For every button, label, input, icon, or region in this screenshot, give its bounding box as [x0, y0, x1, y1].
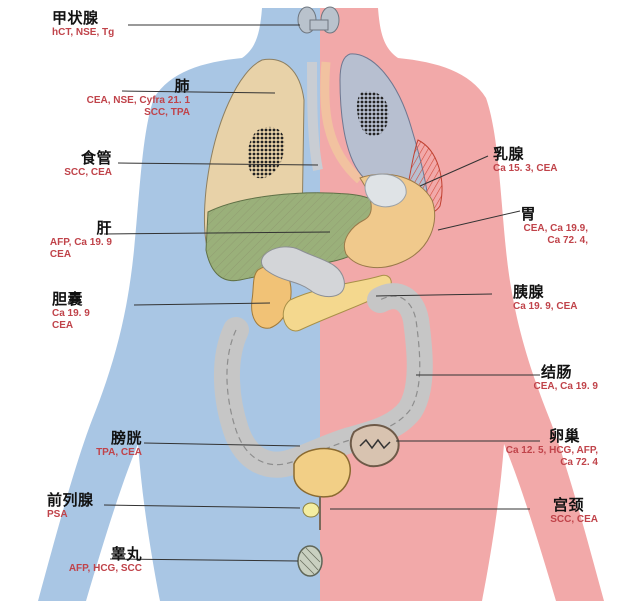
leader-pancreas [375, 293, 493, 297]
organ-name-colon: 结肠 [540, 363, 572, 381]
small-intestine-shape [261, 246, 345, 298]
leader-breast [419, 155, 489, 187]
marker-cervix-1: SCC, CEA [550, 514, 598, 526]
marker-thyroid-1: hCT, NSE, Tg [52, 27, 115, 39]
organ-name-prostate: 前列腺 [47, 491, 94, 509]
label-thyroid: 甲状腺 hCT, NSE, Tg [52, 9, 115, 39]
marker-stomach-1: CEA, Ca 19.9, [523, 223, 588, 235]
organ-name-thyroid: 甲状腺 [52, 9, 99, 27]
marker-gallbladder-2: CEA [52, 319, 74, 331]
lung-tumor-dots-right [247, 126, 285, 179]
marker-liver-2: CEA [49, 248, 72, 260]
label-cervix: 宫颈 SCC, CEA [550, 496, 598, 526]
leader-prostate [103, 504, 301, 509]
leader-bladder [143, 442, 301, 447]
label-breast: 乳腺 Ca 15. 3, CEA [493, 145, 558, 175]
label-colon: 结肠 CEA, Ca 19. 9 [533, 363, 598, 393]
ovary-zigzag [359, 438, 391, 450]
leader-lung [121, 90, 276, 94]
organ-name-bladder: 膀胱 [110, 429, 142, 447]
organ-name-breast: 乳腺 [493, 145, 525, 163]
leader-testis [109, 558, 299, 562]
label-liver: 肝 AFP, Ca 19. 9 CEA [49, 219, 112, 260]
bladder-shape [293, 447, 351, 498]
organ-name-esophagus: 食管 [80, 149, 112, 167]
thyroid-shape [297, 6, 340, 34]
marker-stomach-2: Ca 72. 4, [547, 234, 588, 246]
stomach-shape [344, 173, 436, 268]
marker-colon-1: CEA, Ca 19. 9 [533, 381, 598, 393]
marker-pancreas-1: Ca 19. 9, CEA [513, 301, 578, 313]
organ-name-gallbladder: 胆囊 [52, 290, 84, 308]
marker-esophagus-1: SCC, CEA [64, 167, 112, 179]
marker-lung-1: CEA, NSE, Cyfra 21. 1 [86, 95, 190, 107]
prostate-shape [302, 502, 320, 518]
stomach-inner [364, 173, 407, 208]
marker-bladder-1: TPA, CEA [96, 447, 142, 459]
organ-name-testis: 睾丸 [110, 545, 142, 563]
leader-stomach [437, 210, 521, 231]
trachea-shape [307, 61, 323, 171]
organ-name-liver: 肝 [96, 219, 112, 237]
organ-name-ovary: 卵巢 [548, 427, 580, 445]
marker-ovary-2: Ca 72. 4 [560, 456, 598, 468]
marker-gallbladder-1: Ca 19. 9 [52, 308, 90, 320]
leader-lines [103, 24, 540, 562]
leader-gallbladder [133, 302, 271, 306]
organ-name-stomach: 胃 [520, 205, 536, 223]
testis-hatch [299, 547, 321, 575]
lung-tumor-dots-left [356, 91, 389, 136]
ovary-shape [349, 424, 400, 468]
esophagus-shape [320, 61, 364, 184]
label-bladder: 膀胱 TPA, CEA [96, 429, 142, 459]
label-pancreas: 胰腺 Ca 19. 9, CEA [513, 283, 578, 313]
leader-esophagus [117, 162, 319, 166]
label-esophagus: 食管 SCC, CEA [64, 149, 112, 179]
label-prostate: 前列腺 PSA [47, 491, 94, 521]
label-testis: 睾丸 AFP, HCG, SCC [68, 545, 142, 575]
marker-breast-1: Ca 15. 3, CEA [493, 163, 558, 175]
organ-name-pancreas: 胰腺 [513, 283, 545, 301]
marker-lung-2: SCC, TPA [144, 106, 190, 118]
marker-testis-1: AFP, HCG, SCC [68, 563, 142, 575]
organ-name-lung: 肺 [174, 77, 190, 95]
colon-outline [226, 295, 421, 466]
leader-liver [103, 231, 331, 235]
organ-name-cervix: 宫颈 [552, 496, 584, 514]
label-lung: 肺 CEA, NSE, Cyfra 21. 1 SCC, TPA [86, 77, 190, 118]
label-ovary: 卵巢 Ca 12. 5, HCG, AFP, Ca 72. 4 [505, 427, 598, 468]
marker-ovary-1: Ca 12. 5, HCG, AFP, [505, 445, 598, 457]
liver-hatch [206, 192, 392, 281]
marker-prostate-1: PSA [47, 509, 68, 521]
label-stomach: 胃 CEA, Ca 19.9, Ca 72. 4, [520, 205, 588, 246]
label-gallbladder: 胆囊 Ca 19. 9 CEA [52, 290, 90, 331]
marker-liver-1: AFP, Ca 19. 9 [49, 237, 112, 249]
